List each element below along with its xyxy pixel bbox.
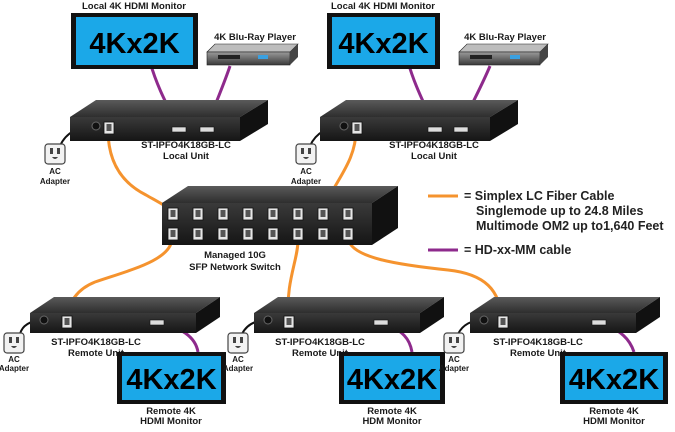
remote-monitor-2-screen-text: 4Kx2K (347, 364, 437, 396)
legend-fiber-line3: Multimode OM2 up to1,640 Feet (476, 219, 664, 233)
switch-label-line1: Managed 10G (204, 250, 266, 261)
switch-label-line2: SFP Network Switch (189, 262, 281, 273)
legend-hdmi: = HD-xx-MM cable (464, 243, 571, 257)
blu-ray-player-left-label: 4K Blu-Ray Player (214, 32, 296, 43)
remote-unit-2-role: Remote Unit (292, 348, 349, 359)
remote-unit-2 (254, 297, 444, 333)
ac-adapter-remote-2-line1: AC (232, 355, 244, 364)
remote-unit-2-model: ST-IPFO4K18GB-LC (275, 337, 365, 348)
remote-monitor-3-caption-line2: HDMI Monitor (583, 416, 645, 427)
local-monitor-right-caption: Local 4K HDMI Monitor (331, 1, 435, 12)
remote-unit-3-role: Remote Unit (510, 348, 567, 359)
remote-unit-3-model: ST-IPFO4K18GB-LC (493, 337, 583, 348)
blu-ray-player-left (206, 43, 299, 66)
ac-adapter-remote-2-line2: Adapter (223, 364, 253, 373)
blu-ray-player-right-label: 4K Blu-Ray Player (464, 32, 546, 43)
ac-adapter-remote-3-line2: Adapter (439, 364, 469, 373)
local-unit-left-role: Local Unit (163, 151, 210, 162)
ac-adapter-remote-3-line1: AC (448, 355, 460, 364)
remote-unit-1-model: ST-IPFO4K18GB-LC (51, 337, 141, 348)
remote-monitor-1: 4Kx2K (117, 352, 226, 404)
remote-monitor-3-caption-line1: Remote 4K (589, 406, 639, 417)
local-unit-left-model: ST-IPFO4K18GB-LC (141, 140, 231, 151)
legend: = Simplex LC Fiber Cable Singlemode up t… (428, 189, 664, 257)
ac-adapter-right-line2: Adapter (291, 177, 321, 186)
ac-adapter-remote-3 (443, 332, 465, 354)
remote-monitor-3-screen-text: 4Kx2K (569, 364, 659, 396)
legend-fiber-line1: = Simplex LC Fiber Cable (464, 189, 614, 203)
remote-monitor-2: 4Kx2K (339, 352, 445, 404)
ac-adapter-remote-1-line2: Adapter (0, 364, 29, 373)
local-monitor-left-screen-text: 4Kx2K (89, 28, 179, 60)
local-monitor-left-caption: Local 4K HDMI Monitor (82, 1, 186, 12)
ac-adapter-remote-1-line1: AC (8, 355, 20, 364)
local-monitor-left: 4Kx2K (71, 13, 198, 69)
ac-adapter-remote-1 (3, 332, 25, 354)
remote-monitor-2-caption-line2: HDM Monitor (362, 416, 421, 427)
local-monitor-right-screen-text: 4Kx2K (338, 28, 428, 60)
ac-adapter-right-line1: AC (300, 167, 312, 176)
ac-adapter-right (295, 143, 317, 165)
remote-unit-1-role: Remote Unit (68, 348, 125, 359)
local-unit-right-role: Local Unit (411, 151, 458, 162)
legend-fiber-line2: Singlemode up to 24.8 Miles (476, 204, 643, 218)
blu-ray-player-right (458, 43, 549, 66)
ac-adapter-left (44, 143, 66, 165)
local-unit-right-model: ST-IPFO4K18GB-LC (389, 140, 479, 151)
ac-adapter-left-line1: AC (49, 167, 61, 176)
local-unit-left (70, 100, 268, 141)
local-monitor-right: 4Kx2K (327, 13, 440, 69)
remote-monitor-1-caption-line1: Remote 4K (146, 406, 196, 417)
remote-unit-3 (470, 297, 660, 333)
remote-monitor-3: 4Kx2K (560, 352, 668, 404)
network-switch (162, 186, 398, 245)
remote-unit-1 (30, 297, 220, 333)
remote-monitor-1-screen-text: 4Kx2K (126, 364, 216, 396)
local-unit-right (320, 100, 518, 141)
ac-adapter-left-line2: Adapter (40, 177, 70, 186)
remote-monitor-1-caption-line2: HDMI Monitor (140, 416, 202, 427)
ac-adapter-remote-2 (227, 332, 249, 354)
remote-monitor-2-caption-line1: Remote 4K (367, 406, 417, 417)
